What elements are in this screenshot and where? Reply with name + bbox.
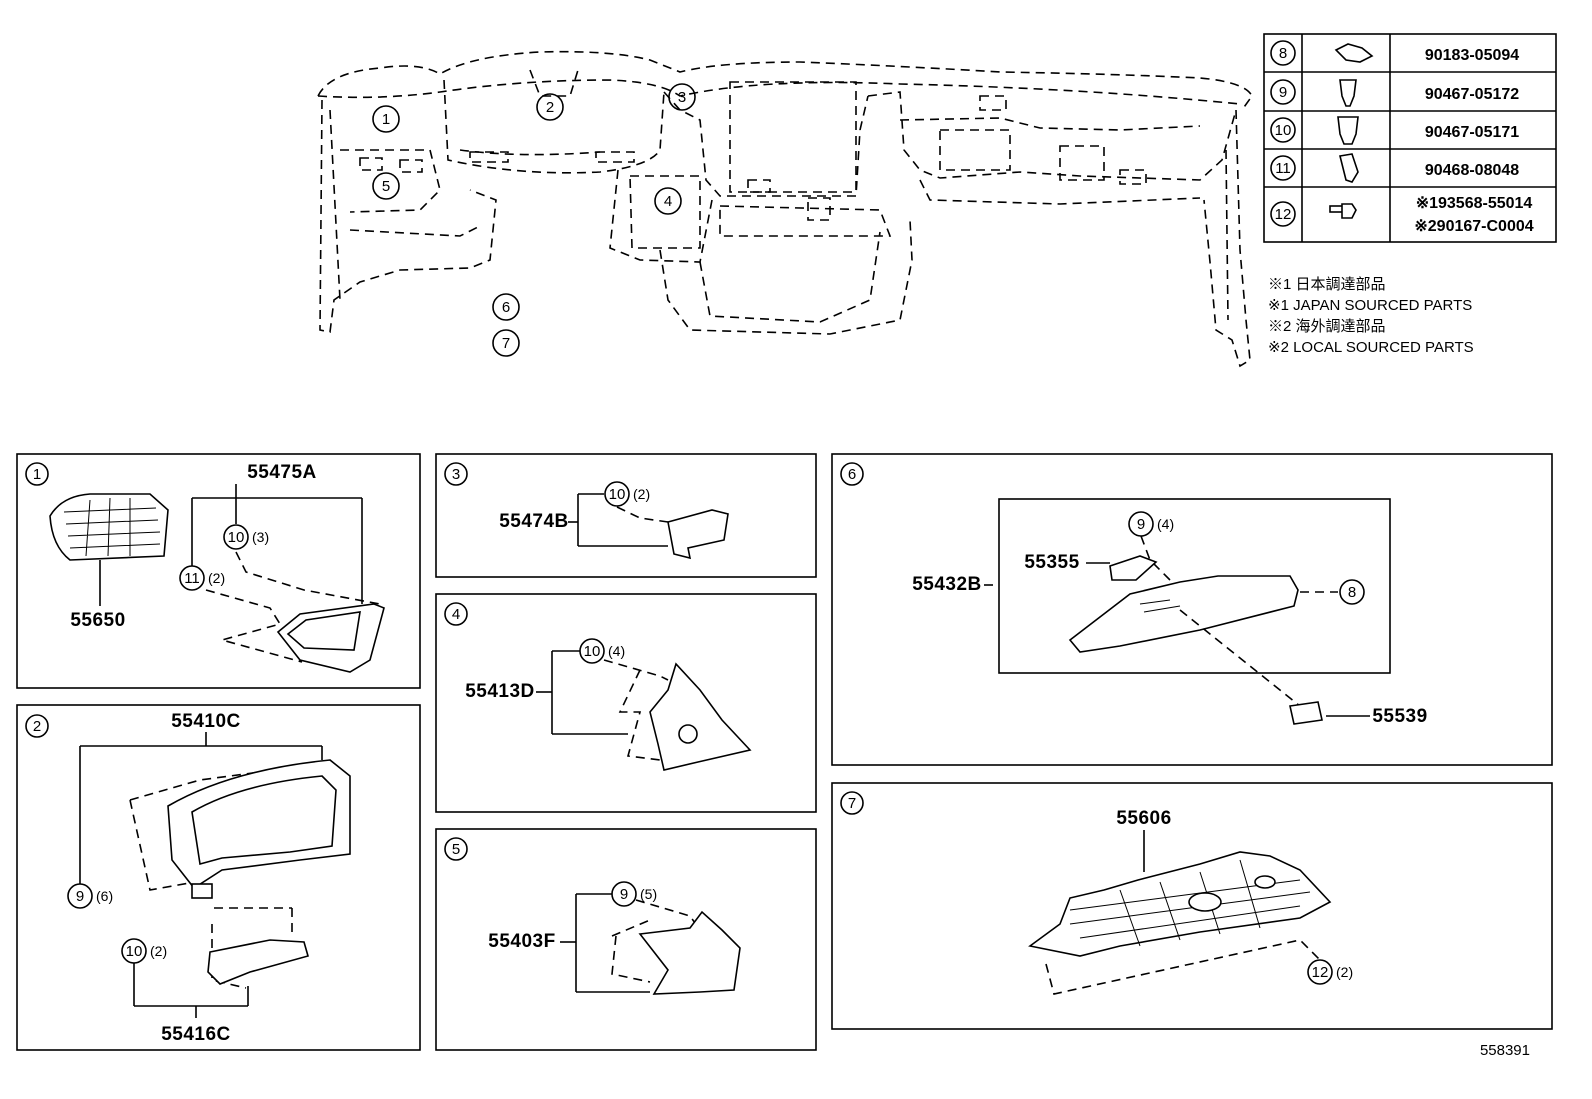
svg-text:※1 日本調達部品: ※1 日本調達部品: [1268, 276, 1386, 293]
sourcing-notes: ※1 日本調達部品 ※1 JAPAN SOURCED PARTS ※2 海外調達…: [1268, 276, 1474, 356]
svg-text:10: 10: [1275, 122, 1292, 139]
trim-panel-part: [667, 509, 729, 560]
svg-text:5: 5: [452, 841, 460, 858]
svg-text:※2 LOCAL SOURCED PARTS: ※2 LOCAL SOURCED PARTS: [1268, 339, 1474, 356]
svg-text:90467-05171: 90467-05171: [1425, 124, 1519, 141]
svg-text:90468-08048: 90468-08048: [1425, 162, 1519, 179]
svg-text:(4): (4): [1157, 516, 1174, 532]
under-cover-part: [1028, 851, 1332, 957]
main-callout-1: 1: [372, 105, 400, 133]
clip-icon: [1339, 79, 1357, 107]
vent-bezel-part: [276, 603, 385, 673]
bracket-part: [1109, 555, 1158, 581]
diagram-id: 558391: [1480, 1042, 1530, 1059]
svg-text:(2): (2): [1336, 964, 1353, 980]
main-callout-4: 4: [654, 187, 682, 215]
table-row: 10 90467-05171: [1270, 116, 1519, 145]
svg-text:8: 8: [1279, 45, 1287, 62]
svg-text:9: 9: [76, 888, 84, 905]
instrument-panel-drawing: [317, 50, 1253, 368]
detail-panel-1: 1 55650 55475A 10 (3) 11 (2): [16, 453, 421, 689]
svg-text:10: 10: [126, 943, 143, 960]
svg-text:10: 10: [228, 529, 245, 546]
svg-text:1: 1: [382, 111, 390, 128]
svg-text:2: 2: [33, 718, 41, 735]
svg-text:9: 9: [620, 886, 628, 903]
svg-text:55432B: 55432B: [912, 574, 982, 595]
svg-text:90183-05094: 90183-05094: [1425, 47, 1519, 64]
table-row: 11 90468-08048: [1270, 153, 1519, 183]
svg-text:55410C: 55410C: [171, 711, 241, 732]
svg-text:9: 9: [1137, 516, 1145, 533]
svg-text:55474B: 55474B: [499, 511, 569, 532]
trim-cover-part: [638, 910, 741, 995]
detail-panel-5: 5 55403F 9 (5): [435, 828, 817, 1051]
table-row: 12 ※193568-55014 ※290167-C0004: [1270, 195, 1534, 235]
svg-text:(4): (4): [608, 643, 625, 659]
detail-panel-2: 2 55410C 9 (6) 10 (2) 55416C: [16, 704, 421, 1051]
svg-text:55606: 55606: [1116, 808, 1171, 829]
svg-text:(3): (3): [252, 529, 269, 545]
switch-part: [1289, 701, 1323, 725]
side-panel-part: [649, 662, 752, 771]
svg-text:(2): (2): [208, 570, 225, 586]
table-row: 9 90467-05172: [1270, 79, 1519, 107]
svg-text:55413D: 55413D: [465, 681, 535, 702]
table-row: 8 90183-05094: [1270, 40, 1519, 66]
svg-text:10: 10: [609, 486, 626, 503]
svg-text:5: 5: [382, 178, 390, 195]
svg-text:※290167-C0004: ※290167-C0004: [1414, 218, 1533, 235]
main-callout-5: 5: [372, 172, 400, 200]
svg-text:4: 4: [664, 193, 672, 210]
cluster-hood-part: [167, 759, 351, 899]
svg-text:※1 JAPAN SOURCED PARTS: ※1 JAPAN SOURCED PARTS: [1268, 297, 1472, 314]
main-callout-3: 3: [668, 83, 696, 111]
clip-icon: [1339, 153, 1359, 183]
clip-icon: [1337, 116, 1359, 145]
svg-text:12: 12: [1312, 964, 1329, 981]
detail-panel-7: 7 55606 12 (2): [831, 782, 1553, 1030]
svg-text:2: 2: [546, 99, 554, 116]
svg-text:※2 海外調達部品: ※2 海外調達部品: [1268, 318, 1386, 335]
svg-text:6: 6: [502, 299, 510, 316]
svg-text:11: 11: [1275, 160, 1291, 177]
svg-text:4: 4: [452, 606, 460, 623]
svg-text:6: 6: [848, 466, 856, 483]
svg-text:10: 10: [584, 643, 601, 660]
main-callout-6: 6: [492, 293, 520, 321]
svg-text:3: 3: [678, 89, 686, 106]
fastener-table: 8 90183-05094 9 90467-05172 10 90467-051…: [1263, 33, 1557, 243]
svg-text:55539: 55539: [1372, 706, 1427, 727]
detail-panel-6: 6 55432B 9 (4) 55355 8 55539: [831, 453, 1553, 766]
svg-text:8: 8: [1348, 584, 1356, 601]
svg-text:55355: 55355: [1024, 552, 1079, 573]
svg-text:7: 7: [848, 795, 856, 812]
detail-panel-3: 3 55474B 10 (2): [435, 453, 817, 578]
svg-text:90467-05172: 90467-05172: [1425, 86, 1519, 103]
clip-nut-icon: [1334, 43, 1374, 63]
svg-text:※193568-55014: ※193568-55014: [1416, 195, 1533, 212]
svg-text:3: 3: [452, 466, 460, 483]
svg-text:7: 7: [502, 335, 510, 352]
svg-text:55650: 55650: [70, 610, 125, 631]
svg-text:1: 1: [33, 466, 41, 483]
svg-text:(6): (6): [96, 888, 113, 904]
svg-text:(2): (2): [150, 943, 167, 959]
svg-text:55403F: 55403F: [488, 931, 555, 952]
lower-trim-part: [207, 939, 309, 985]
svg-text:9: 9: [1279, 84, 1287, 101]
screw-icon: [1329, 203, 1357, 219]
svg-text:55475A: 55475A: [247, 462, 317, 483]
detail-panel-4: 4 55413D 10 (4): [435, 593, 817, 813]
main-callout-7: 7: [492, 329, 520, 357]
svg-text:12: 12: [1275, 206, 1292, 223]
air-vent-part: [49, 493, 169, 561]
main-callout-2: 2: [536, 93, 564, 121]
svg-text:(2): (2): [633, 486, 650, 502]
svg-text:11: 11: [184, 570, 200, 587]
svg-text:(5): (5): [640, 886, 657, 902]
svg-text:55416C: 55416C: [161, 1024, 231, 1045]
